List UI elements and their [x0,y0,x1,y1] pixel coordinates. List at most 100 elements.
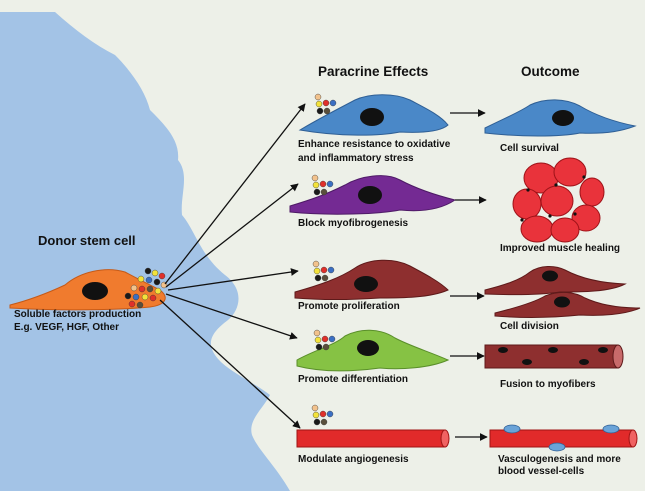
factor-dot [321,335,329,343]
myofibroblast-nucleus [358,186,382,204]
new-blood-vessel-end [628,429,638,448]
factor-cluster [314,93,337,115]
endothelial-cell [548,442,566,452]
factor-dot [328,335,336,343]
outcome-5-line-1: Vasculogenesis and more [498,454,621,465]
factor-dot [315,343,323,351]
factor-cluster [311,174,334,196]
factor-dot [313,329,321,337]
differentiating-nucleus [357,340,379,356]
myofiber-nucleus [522,359,532,365]
factor-dot [320,266,328,274]
factor-dot [151,269,159,277]
factor-dot [323,107,331,115]
dividing-cell-top-nucleus [542,270,558,282]
factor-dot [132,293,140,301]
effect-5-line-1: Modulate angiogenesis [298,454,409,465]
factor-dot [316,107,324,115]
arrow-to-myofibrogenesis [165,183,299,288]
factor-cluster [312,260,335,282]
endothelial-cell [602,424,620,434]
factor-dot [144,267,152,275]
factor-dot [158,272,166,280]
factor-dot [130,284,138,292]
muscle-cell [571,204,601,232]
endothelial-cell [503,424,521,434]
host-tissue-region [0,12,290,491]
effect-4-line-1: Promote differentiation [298,374,408,385]
outcome-5-line-2: blood vessel-cells [498,466,585,477]
outcome-4-line-1: Fusion to myofibers [500,379,596,390]
factor-dot [320,418,328,426]
factor-dot [145,276,153,284]
factor-cluster [313,329,336,351]
effect-1-line-2: and inflammatory stress [298,153,414,164]
muscle-cell [512,188,542,220]
blood-vessel-end [440,429,450,448]
muscle-cell [553,157,587,187]
blood-vessel [296,429,446,448]
myofiber-nucleus [548,347,558,353]
factor-dot [154,287,162,295]
arrow-to-proliferation [167,268,299,291]
muscle-cell [550,217,580,243]
muscle-nucleus [573,212,577,216]
donor-title: Donor stem cell [38,233,136,248]
factor-dot [312,260,320,268]
factor-dot [124,292,132,300]
factor-dot [314,274,322,282]
outcome-header: Outcome [521,64,580,79]
factor-dot [153,278,161,286]
factor-dot [326,180,334,188]
factor-dot [137,275,145,283]
factor-dot [313,188,321,196]
factor-dot [326,410,334,418]
factor-dot [322,343,330,351]
donor-caption-line-1: Soluble factors production [14,309,141,320]
muscle-cell [579,177,605,207]
healed-muscle-cluster [512,157,605,243]
surviving-cell-nucleus [552,110,574,126]
factor-dot [138,285,146,293]
factor-dot [128,300,136,308]
muscle-cell [520,215,554,243]
effect-2-line-1: Block myofibrogenesis [298,218,408,229]
factor-dot [141,293,149,301]
donor-factor-cluster [124,267,168,309]
factor-cluster [311,404,334,426]
factor-dot [311,174,319,182]
arrow-to-differentiation [165,293,298,340]
dividing-cell-bottom-nucleus [554,296,570,308]
muscle-nuclei [520,175,586,222]
factor-dot [136,301,144,309]
proliferating-nucleus [354,276,378,292]
myofiber-nucleus [579,359,589,365]
myofiber-nucleus [598,347,608,353]
factor-dot [312,411,320,419]
outcome-3-line-1: Cell division [500,321,559,332]
donor-nucleus [82,282,108,300]
paracrine-header: Paracrine Effects [318,64,428,79]
muscle-nucleus [520,218,524,222]
factor-dot [314,93,322,101]
factor-dot [315,100,323,108]
outcome-1-line-1: Cell survival [500,143,559,154]
survival-cell-nucleus [360,108,384,126]
myofiber-nucleus [498,347,508,353]
arrow-to-survival [164,103,306,285]
muscle-nucleus [582,175,586,179]
donor-caption-line-2: E.g. VEGF, HGF, Other [14,322,119,333]
factor-dot [322,99,330,107]
outcome-2-line-1: Improved muscle healing [500,243,620,254]
factor-dot [313,267,321,275]
effect-1-line-1: Enhance resistance to oxidative [298,139,451,150]
factor-dot [311,404,319,412]
muscle-nucleus [526,188,530,192]
muscle-nucleus [548,214,552,218]
factor-dot [146,285,154,293]
arrow-to-angiogenesis [159,299,301,429]
factor-dot [321,274,329,282]
muscle-nucleus [554,183,558,187]
factor-dot [314,336,322,344]
